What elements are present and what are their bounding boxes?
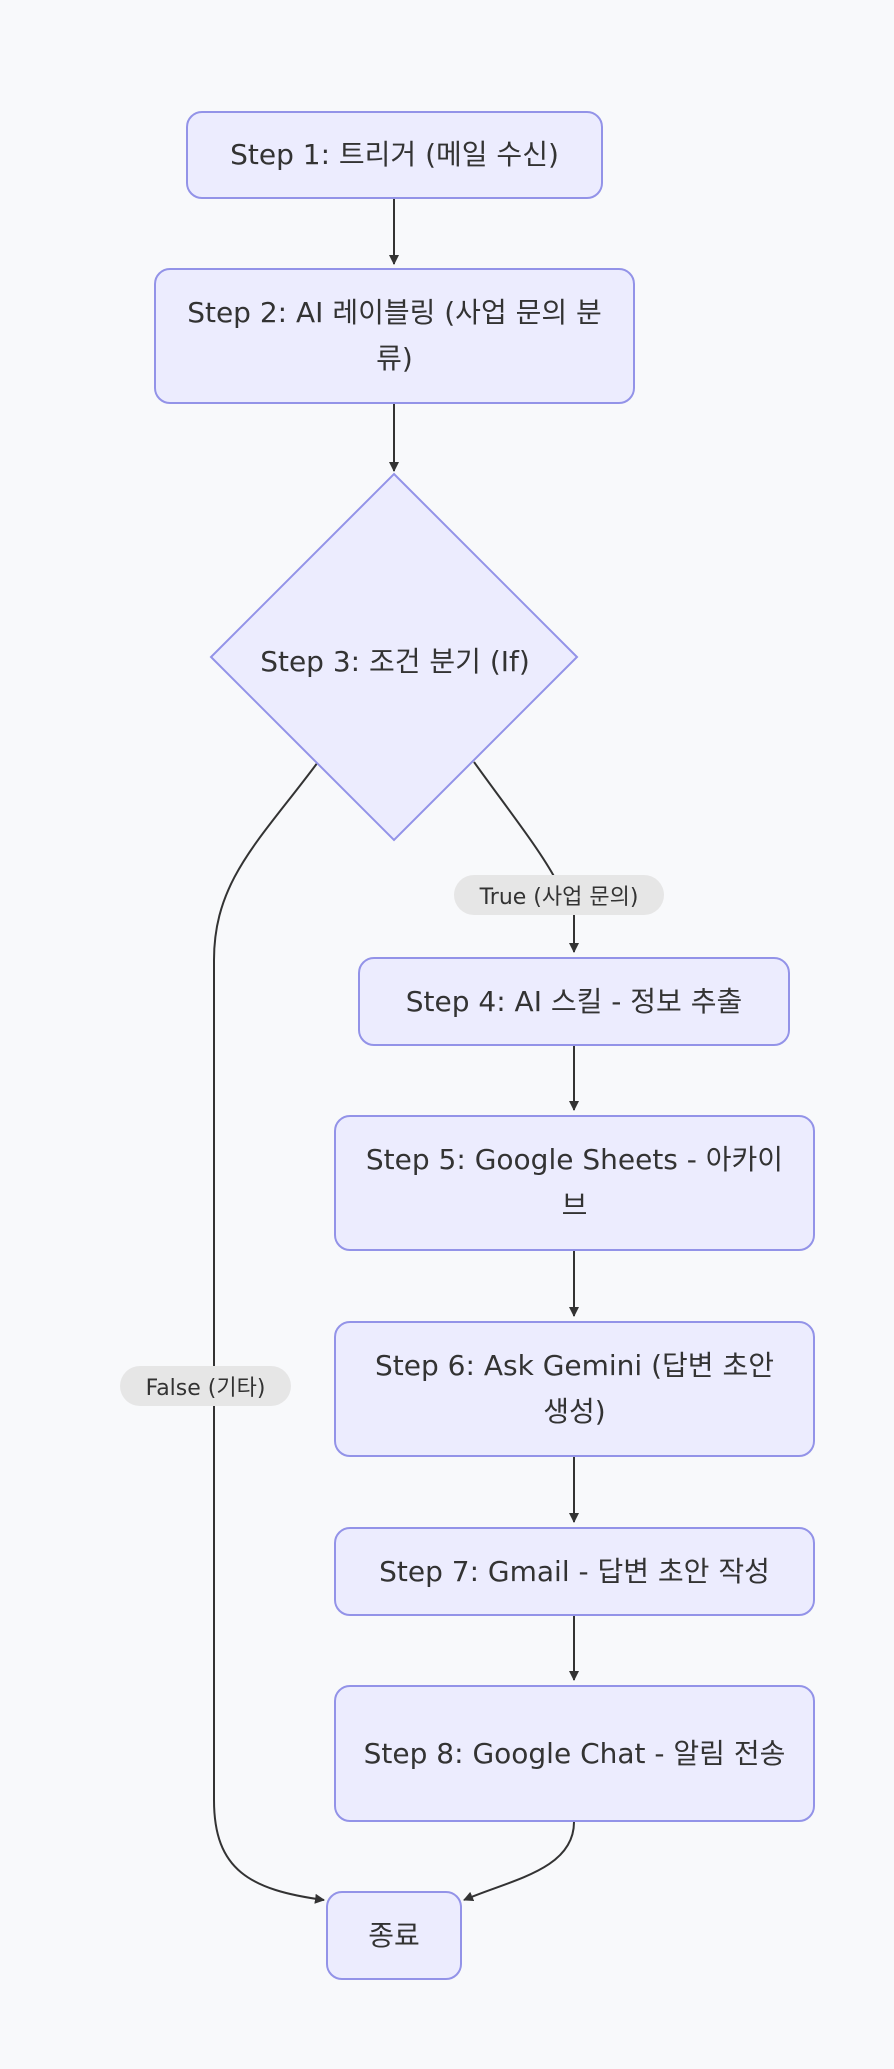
false-branch-label: False (기타) xyxy=(120,1366,291,1406)
step6-node: Step 6: Ask Gemini (답변 초안 생성) xyxy=(334,1321,815,1457)
step2-node: Step 2: AI 레이블링 (사업 문의 분류) xyxy=(154,268,635,404)
decision-diamond xyxy=(209,472,579,842)
end-node: 종료 xyxy=(326,1891,462,1980)
step7-node: Step 7: Gmail - 답변 초안 작성 xyxy=(334,1527,815,1616)
step3-decision-label: Step 3: 조건 분기 (If) xyxy=(260,645,530,678)
step1-node: Step 1: 트리거 (메일 수신) xyxy=(186,111,603,199)
edge-step3-end-false xyxy=(213,761,325,1904)
step8-node: Step 8: Google Chat - 알림 전송 xyxy=(334,1685,815,1822)
true-branch-label: True (사업 문의) xyxy=(454,875,664,915)
edge-step8-end xyxy=(463,1821,575,1902)
step5-node: Step 5: Google Sheets - 아카이브 xyxy=(334,1115,815,1251)
step4-node: Step 4: AI 스킬 - 정보 추출 xyxy=(358,957,790,1046)
edge-step3-step4-true xyxy=(473,761,579,953)
